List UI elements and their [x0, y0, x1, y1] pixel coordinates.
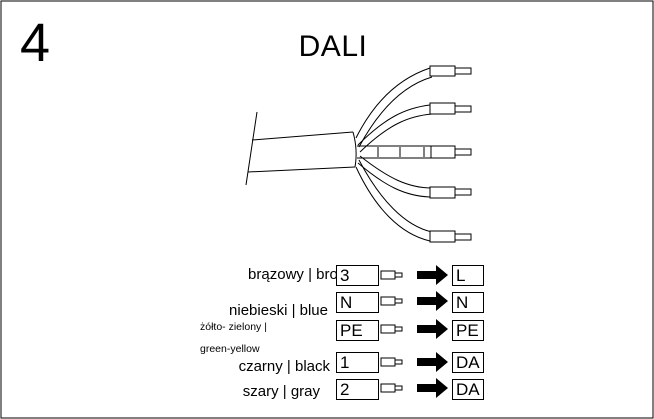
source-terminal-3: 3: [336, 265, 379, 286]
wire-top: [355, 65, 472, 148]
cable-sheath: [245, 111, 357, 186]
arrow-row-3: [417, 319, 448, 339]
wire-label-gray: szary | gray: [242, 383, 320, 400]
source-terminal-2: 2: [336, 379, 379, 400]
arrow-row-4: [417, 352, 448, 372]
wire-label-blue: niebieski | blue: [229, 302, 328, 319]
connector-row-2: [380, 296, 403, 306]
target-terminal-N: N: [452, 292, 484, 313]
connector-row-5: [380, 383, 403, 393]
wire-label-green-yellow-line1: żółto- zielony |: [200, 321, 267, 333]
source-terminal-N: N: [336, 292, 379, 313]
wire-middle: [357, 145, 472, 159]
wire-second: [357, 102, 472, 153]
target-terminal-L: L: [452, 265, 484, 286]
arrow-row-5: [417, 378, 448, 398]
source-terminal-1: 1: [336, 352, 379, 373]
connector-row-4: [380, 357, 403, 367]
target-terminal-DA-2: DA: [452, 379, 484, 400]
source-terminal-PE: PE: [336, 320, 379, 341]
target-terminal-DA-1: DA: [452, 352, 484, 373]
diagram-title: DALI: [298, 30, 368, 63]
wire-fourth: [357, 155, 472, 199]
wire-bottom: [355, 159, 472, 243]
target-terminal-PE: PE: [452, 320, 484, 341]
connector-row-3: [380, 324, 403, 334]
wire-label-brown: brązowy | brown: [248, 266, 357, 283]
wire-label-black: czarny | black: [238, 358, 330, 375]
step-number: 4: [20, 13, 51, 73]
arrow-row-2: [417, 291, 448, 311]
arrow-row-1: [417, 265, 448, 285]
connector-row-1: [380, 270, 403, 280]
wire-label-green-yellow-line2: green-yellow: [200, 343, 260, 355]
